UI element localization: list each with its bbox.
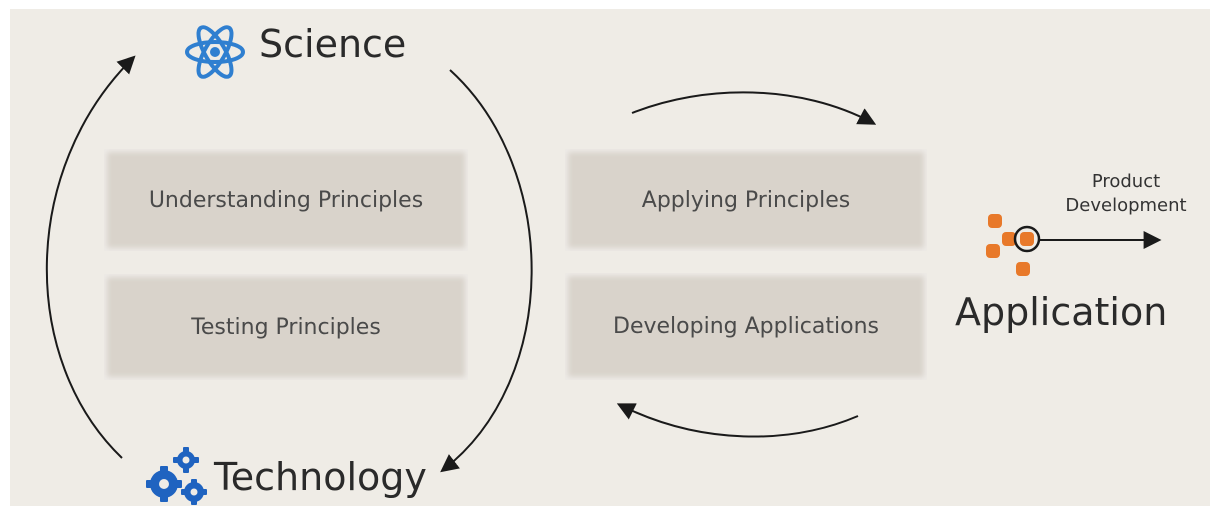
atom-icon <box>185 25 245 79</box>
gears-icon <box>146 447 207 505</box>
applying-principles-box: Applying Principles <box>565 149 927 251</box>
arrow-bottom-arc <box>616 403 859 438</box>
application-label: Application <box>955 290 1168 334</box>
understanding-principles-box: Understanding Principles <box>104 149 468 251</box>
arrow-science-to-technology <box>440 69 533 473</box>
testing-principles-box: Testing Principles <box>104 274 468 380</box>
product-line-1: Product <box>1091 171 1161 192</box>
science-label: Science <box>259 22 407 66</box>
technology-label: Technology <box>214 455 427 499</box>
diagram-canvas <box>10 9 1210 506</box>
product-line-2: Development <box>1065 195 1187 216</box>
cubes-icon <box>986 214 1041 276</box>
arrow-technology-to-science <box>45 55 136 459</box>
product-development-label: Product Development <box>1050 170 1202 218</box>
developing-applications-box: Developing Applications <box>565 273 927 380</box>
arrow-top-arc <box>631 91 877 125</box>
